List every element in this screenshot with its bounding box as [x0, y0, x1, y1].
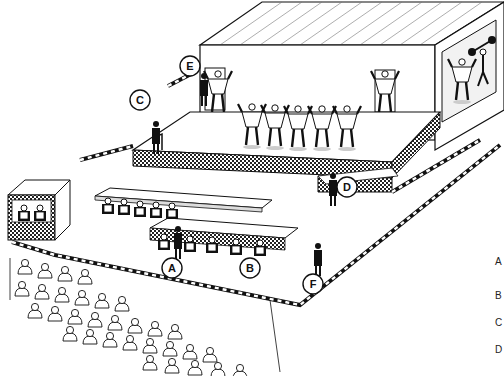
- legend-letter: A: [495, 257, 502, 267]
- competitor-figure: [308, 106, 336, 151]
- competitor-figure: [333, 106, 361, 151]
- audience: [10, 258, 280, 376]
- callout-circle: C: [129, 89, 151, 111]
- official-figure: [314, 243, 322, 276]
- official-figure: [200, 73, 208, 106]
- legend-letter: B: [495, 291, 502, 301]
- official-figure: [152, 121, 160, 154]
- judge-figure: [184, 236, 196, 252]
- judge-figure: [166, 203, 178, 219]
- judge-figure: [230, 239, 242, 255]
- judge-figure: [134, 201, 146, 217]
- door-figure: [204, 71, 232, 116]
- camera-booth: [8, 180, 70, 240]
- barrier-rope: [12, 72, 500, 305]
- judge-figure: [254, 240, 266, 256]
- screen-weightlifter: [468, 36, 496, 86]
- judge-figure: [150, 202, 162, 218]
- judge-figure: [206, 237, 218, 253]
- competitor-figure: [238, 104, 266, 149]
- callout-letter: B: [239, 257, 261, 279]
- judges-tables: [95, 188, 322, 276]
- callout-letter: E: [179, 55, 201, 77]
- official-figure: [174, 226, 182, 259]
- legend-letter: C: [495, 318, 502, 328]
- booth-person: [34, 205, 46, 221]
- legend-letter: D: [495, 345, 502, 355]
- judge-figure: [158, 234, 170, 250]
- callout-letter: F: [302, 273, 324, 295]
- door-figure: [371, 71, 399, 116]
- callout-circle: B: [239, 257, 261, 279]
- booth-person: [18, 205, 30, 221]
- callout-circle: E: [179, 55, 201, 77]
- callout-circle: D: [336, 176, 358, 198]
- screen-figure: [448, 59, 476, 104]
- judge-figure: [102, 198, 114, 214]
- official-figure: [329, 173, 337, 206]
- competitor-figure: [284, 106, 312, 151]
- callout-letter: C: [129, 89, 151, 111]
- stage-platform: [133, 73, 440, 206]
- competitor-figure: [261, 105, 289, 150]
- callout-circle: F: [302, 273, 324, 295]
- callout-letter: D: [336, 176, 358, 198]
- callout-letter: A: [161, 257, 183, 279]
- callout-circle: A: [161, 257, 183, 279]
- judge-figure: [118, 199, 130, 215]
